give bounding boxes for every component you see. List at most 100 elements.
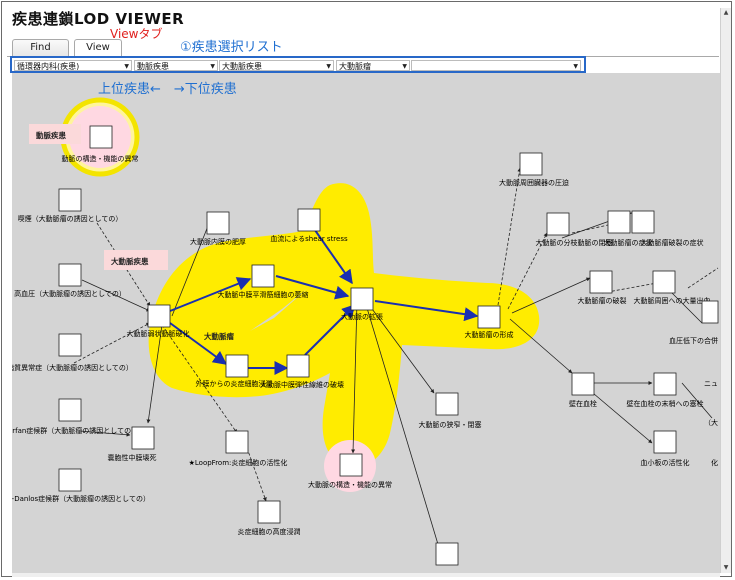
node-mural-thrombus[interactable]: 壁在血栓 [569, 372, 597, 408]
node-marfan[interactable]: Marfan症候群（大動脈瘤の誘因としての） [12, 398, 138, 435]
node-stenosis[interactable]: 大動脈の狭窄・閉塞 [419, 392, 482, 429]
graph-nodes[interactable]: 動脈の構造・機能の異常 喫煙（大動脈瘤の誘因としての） 高血圧（大動脈瘤の誘因と… [12, 125, 719, 566]
node-label: 大動脈瘤の症状 [604, 238, 653, 247]
tab-view[interactable]: View [74, 39, 122, 57]
node-struct-top[interactable]: 動脈の構造・機能の異常 [62, 125, 139, 163]
select-level-3[interactable]: 大動脈疾患▼ [219, 60, 334, 71]
node-embolism[interactable]: 壁在血栓の末梢への塞栓 [627, 372, 704, 408]
edge [79, 430, 131, 437]
node-atherosclerosis[interactable]: 大動脈弱状動脈硬化 [127, 304, 190, 338]
disease-graph[interactable]: 動脈疾患 大動脈疾患 大動脈瘤 動脈の構造・機能の異常 喫煙（大動脈瘤の誘因とし… [12, 73, 720, 573]
edge [81, 279, 151, 312]
select-level-5[interactable]: ▼ [411, 60, 581, 71]
node-smoking[interactable]: 喫煙（大動脈瘤の誘因としての） [18, 188, 123, 223]
path-edge [309, 222, 353, 285]
node-label: 脂質異常症（大動脈瘤の誘因としての） [12, 363, 133, 372]
path-edge [374, 300, 479, 322]
node-label: 炎症細胞の高度浸潤 [238, 527, 301, 536]
chevron-down-icon: ▼ [402, 63, 407, 70]
select-level-1-value: 循環器内科(疾患) [17, 62, 80, 71]
svg-text:大動脈の分枝動脈の閉塞: 大動脈の分枝動脈の閉塞 [536, 238, 613, 247]
category-label-bg [29, 124, 81, 144]
node-elastic-destruction[interactable]: 大動脈中膜弾性線維の破壊 [260, 354, 344, 389]
node-platelet-activation[interactable]: 血小板の活性化 [641, 430, 690, 467]
node-cystic-necrosis[interactable]: 嚢胞性中膜壊死 [108, 426, 157, 462]
node-label: 大動脈の構造・機能の異常 [308, 480, 392, 489]
node-label: 大動脈弱状動脈硬化 [127, 329, 190, 338]
scroll-up-icon[interactable]: ▲ [723, 9, 729, 16]
svg-text:高血圧（大動脈瘤の誘因としての）: 高血圧（大動脈瘤の誘因としての） [14, 289, 126, 298]
svg-text:大動脈瘤破裂の症状: 大動脈瘤破裂の症状 [641, 238, 704, 247]
node-rupture-symptom[interactable]: 大動脈瘤破裂の症状 [631, 210, 704, 247]
node-branch-occlusion[interactable]: 大動脈の分枝動脈の閉塞 [536, 212, 613, 247]
node-hypertension[interactable]: 高血圧（大動脈瘤の誘因としての） [14, 263, 126, 298]
svg-text:大動脈中膜平滑筋細胞の萎縮: 大動脈中膜平滑筋細胞の萎縮 [218, 290, 309, 299]
node-inflammatory-invasion[interactable]: 炎症細胞の高度浸潤 [238, 500, 301, 536]
category-label-artery-disease: 動脈疾患 [36, 130, 66, 140]
svg-text:★LoopFrom:炎症細胞の活性化: ★LoopFrom:炎症細胞の活性化 [189, 458, 288, 467]
edge [246, 447, 267, 502]
node-label-partial: 化 [711, 458, 718, 467]
svg-text:炎症細胞の高度浸潤: 炎症細胞の高度浸潤 [238, 527, 301, 536]
node-dyslipidemia[interactable]: 脂質異常症（大動脈瘤の誘因としての） [12, 333, 133, 372]
svg-text:大動脈瘤の症状: 大動脈瘤の症状 [604, 238, 653, 247]
node-label: 大動脈瘤破裂の症状 [641, 238, 704, 247]
edge [507, 232, 548, 310]
path-edge [169, 277, 252, 312]
node-ehlers-danlos[interactable]: Ehlers-Danlos症候群（大動脈瘤の誘因としての） [12, 468, 150, 503]
node-intima-thickening[interactable]: 大動脈内膜の肥厚 [190, 211, 246, 246]
select-level-2-value: 動脈疾患 [137, 62, 169, 71]
graph-canvas[interactable]: 動脈疾患 大動脈疾患 大動脈瘤 動脈の構造・機能の異常 喫煙（大動脈瘤の誘因とし… [12, 73, 720, 573]
node-label-partial: 血圧低下の合併 [669, 336, 718, 345]
select-level-2[interactable]: 動脈疾患▼ [134, 60, 218, 71]
path-edge [275, 275, 350, 300]
node-label-partial: （大 [704, 418, 718, 427]
svg-text:大動脈弱状動脈硬化: 大動脈弱状動脈硬化 [127, 329, 190, 338]
node-struct-bottom[interactable]: 大動脈の構造・機能の異常 [308, 453, 392, 489]
node-label: 大動脈の狭窄・閉塞 [419, 420, 482, 429]
node-label: 大動脈中膜弾性線維の破壊 [260, 380, 344, 389]
edge [96, 222, 151, 307]
node-inflammatory-infiltration[interactable]: 外膜からの炎症細胞浸潤 [196, 354, 273, 388]
view-tab-annotation: Viewタブ [110, 27, 163, 41]
path-edge [169, 322, 228, 365]
node-label: 大動脈の拡張 [341, 312, 383, 321]
svg-text:Marfan症候群（大動脈瘤の誘因としての）: Marfan症候群（大動脈瘤の誘因としての） [12, 426, 138, 435]
horizontal-scrollbar[interactable] [12, 573, 720, 577]
node-label: 大動脈中膜平滑筋細胞の萎縮 [218, 290, 309, 299]
select-level-1[interactable]: 循環器内科(疾患)▼ [14, 60, 132, 71]
svg-text:脂質異常症（大動脈瘤の誘因としての）: 脂質異常症（大動脈瘤の誘因としての） [12, 363, 133, 372]
vertical-scrollbar[interactable]: ▲ ▼ [720, 8, 731, 573]
direction-annotation: 上位疾患← →下位疾患 [98, 82, 237, 97]
node-shear-stress[interactable]: 血流によるshear stress [270, 208, 348, 243]
category-labels: 動脈疾患 大動脈疾患 大動脈瘤 [29, 124, 234, 341]
edge [146, 324, 163, 424]
node-symptom[interactable]: 大動脈瘤の症状 [604, 210, 653, 247]
svg-text:喫煙（大動脈瘤の誘因としての）: 喫煙（大動脈瘤の誘因としての） [18, 214, 123, 223]
edge [586, 387, 653, 444]
disease-select-highlight [10, 56, 586, 73]
svg-text:大動脈瘤の形成: 大動脈瘤の形成 [465, 330, 514, 339]
svg-text:大動脈の狭窄・閉塞: 大動脈の狭窄・閉塞 [419, 420, 482, 429]
node-massive-bleeding[interactable]: 大動脈周囲への大量出血 [634, 270, 711, 305]
node-label: 嚢胞性中膜壊死 [108, 453, 157, 462]
node-label: 血小板の活性化 [641, 458, 690, 467]
chevron-down-icon: ▼ [573, 63, 578, 70]
node-compression[interactable]: 大動脈周囲臓器の圧迫 [499, 152, 569, 187]
node-label: 血流によるshear stress [270, 234, 348, 243]
tab-find[interactable]: Find [12, 39, 69, 57]
app-title: 疾患連鎖LOD VIEWER [12, 10, 185, 28]
node-rupture[interactable]: 大動脈瘤の破裂 [578, 270, 627, 305]
node-smooth-muscle[interactable]: 大動脈中膜平滑筋細胞の萎縮 [218, 264, 309, 299]
node-loop-inflammation[interactable]: ★LoopFrom:炎症細胞の活性化 [189, 430, 288, 467]
path-edge [304, 304, 356, 356]
node-edge-partial-box[interactable] [701, 300, 719, 324]
select-level-4[interactable]: 大動脈瘤▼ [336, 60, 410, 71]
node-label: 大動脈周囲臓器の圧迫 [499, 178, 569, 187]
node-label: ★LoopFrom:炎症細胞の活性化 [189, 458, 288, 467]
node-aneurysm-formation[interactable]: 大動脈瘤の形成 [465, 305, 514, 339]
node-bottom-partial[interactable] [435, 542, 459, 566]
scroll-down-icon[interactable]: ▼ [723, 564, 729, 571]
edge [671, 292, 703, 324]
node-dilation[interactable]: 大動脈の拡張 [341, 287, 383, 321]
